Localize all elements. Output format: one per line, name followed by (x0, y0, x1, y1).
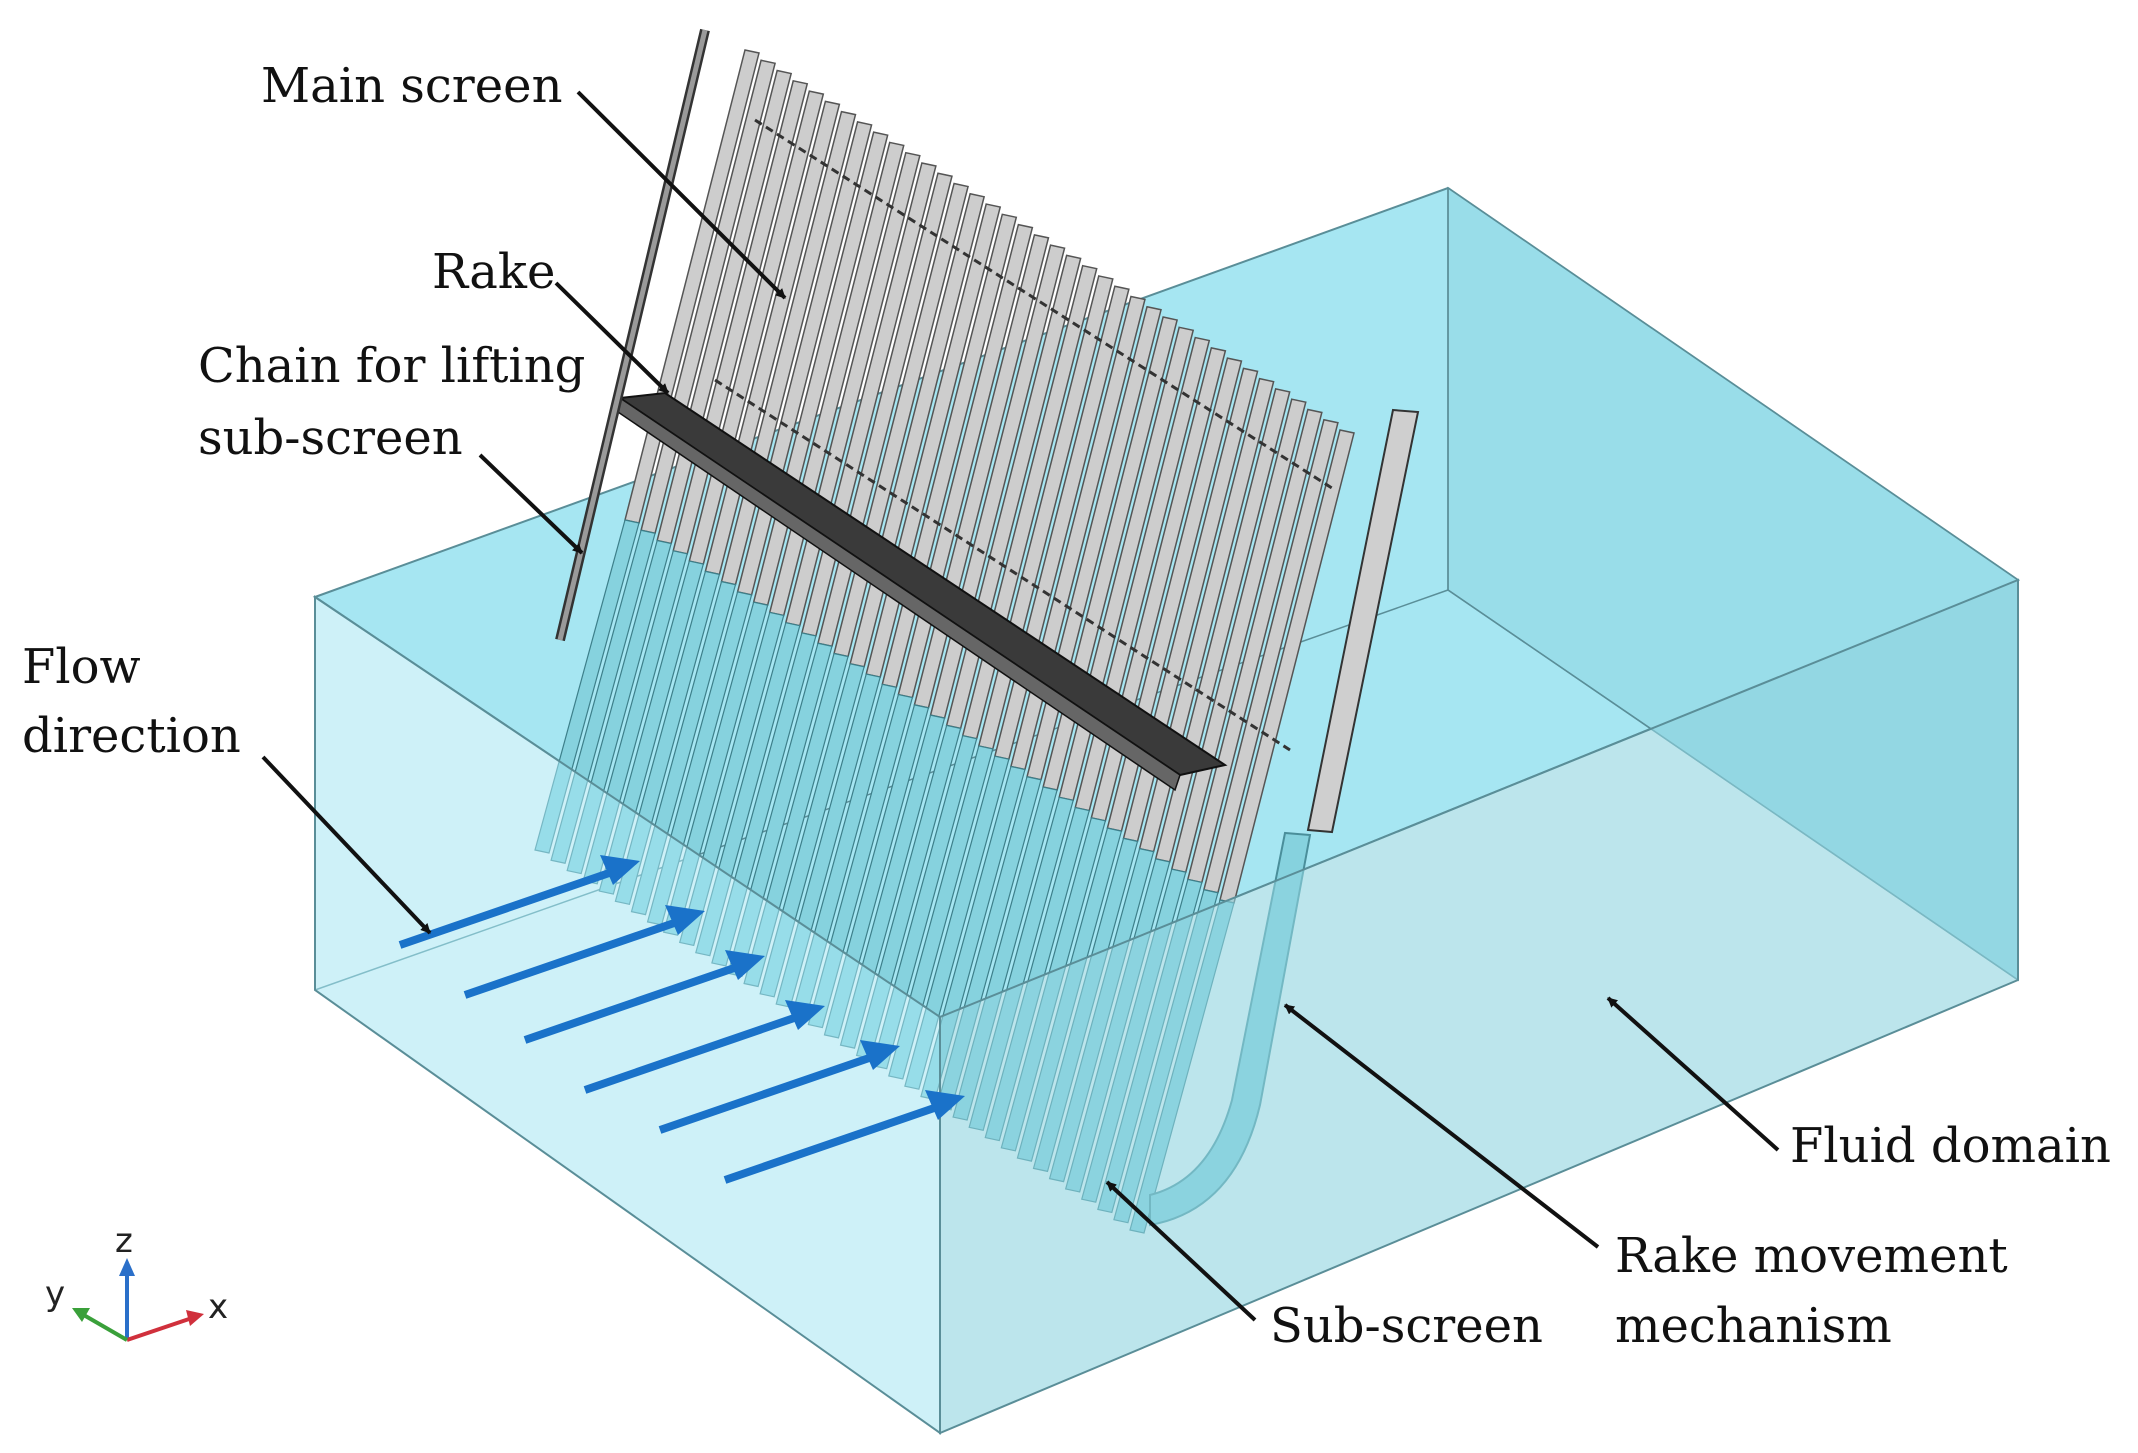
leader-chain (478, 453, 584, 555)
flow-arrow-shaft (658, 1052, 877, 1134)
axis-z-head (119, 1258, 135, 1276)
label-main-screen: Main screen (261, 58, 562, 114)
axis-x-head (186, 1310, 204, 1326)
labels: Main screen Rake Chain for lifting sub-s… (22, 58, 2111, 1354)
label-chain-2: sub-screen (198, 410, 463, 466)
lifting-chain (555, 28, 710, 642)
axis-x-line (126, 1316, 193, 1342)
label-fluid-domain: Fluid domain (1790, 1118, 2111, 1174)
flow-arrows (398, 855, 965, 1184)
axis-triad: z y x (45, 1221, 228, 1342)
label-flow-2: direction (22, 708, 241, 764)
label-sub-screen: Sub-screen (1270, 1298, 1543, 1354)
leader-rake-mech (1283, 1003, 1600, 1249)
axis-y-line (80, 1312, 129, 1342)
leader-fluid-domain (1606, 996, 1780, 1152)
label-rake-mech-1: Rake movement (1615, 1228, 2008, 1284)
flow-arrow-head (860, 1040, 900, 1070)
screen-cross-rod (714, 378, 1291, 752)
flow-arrow-shaft (463, 917, 682, 999)
flow-arrow-head (665, 905, 705, 935)
axis-y-label: y (45, 1274, 65, 1314)
leader-flow (261, 755, 432, 935)
flow-arrow-shaft (398, 867, 617, 949)
label-rake-mech-2: mechanism (1615, 1298, 1892, 1354)
leader-sub-screen (1105, 1180, 1257, 1322)
label-rake: Rake (432, 244, 555, 300)
axis-x-label: x (208, 1287, 228, 1327)
flow-arrow-shaft (523, 962, 742, 1044)
flow-arrow-shaft (583, 1012, 802, 1094)
axis-y-head (72, 1308, 90, 1322)
leader-rake (554, 281, 670, 395)
label-flow-1: Flow (22, 639, 141, 695)
flow-arrow-head (725, 950, 765, 980)
flow-arrow-head (600, 855, 640, 885)
label-chain-1: Chain for lifting (198, 338, 585, 394)
fluid-front (314, 578, 2019, 1435)
axis-z-label: z (115, 1221, 133, 1261)
flow-arrow-head (925, 1090, 965, 1120)
flow-arrow-shaft (723, 1102, 942, 1184)
flow-arrow-head (785, 1000, 825, 1030)
leader-main-screen (576, 90, 787, 300)
leader-arrows (261, 90, 1780, 1322)
screen-cross-rod (754, 118, 1336, 492)
